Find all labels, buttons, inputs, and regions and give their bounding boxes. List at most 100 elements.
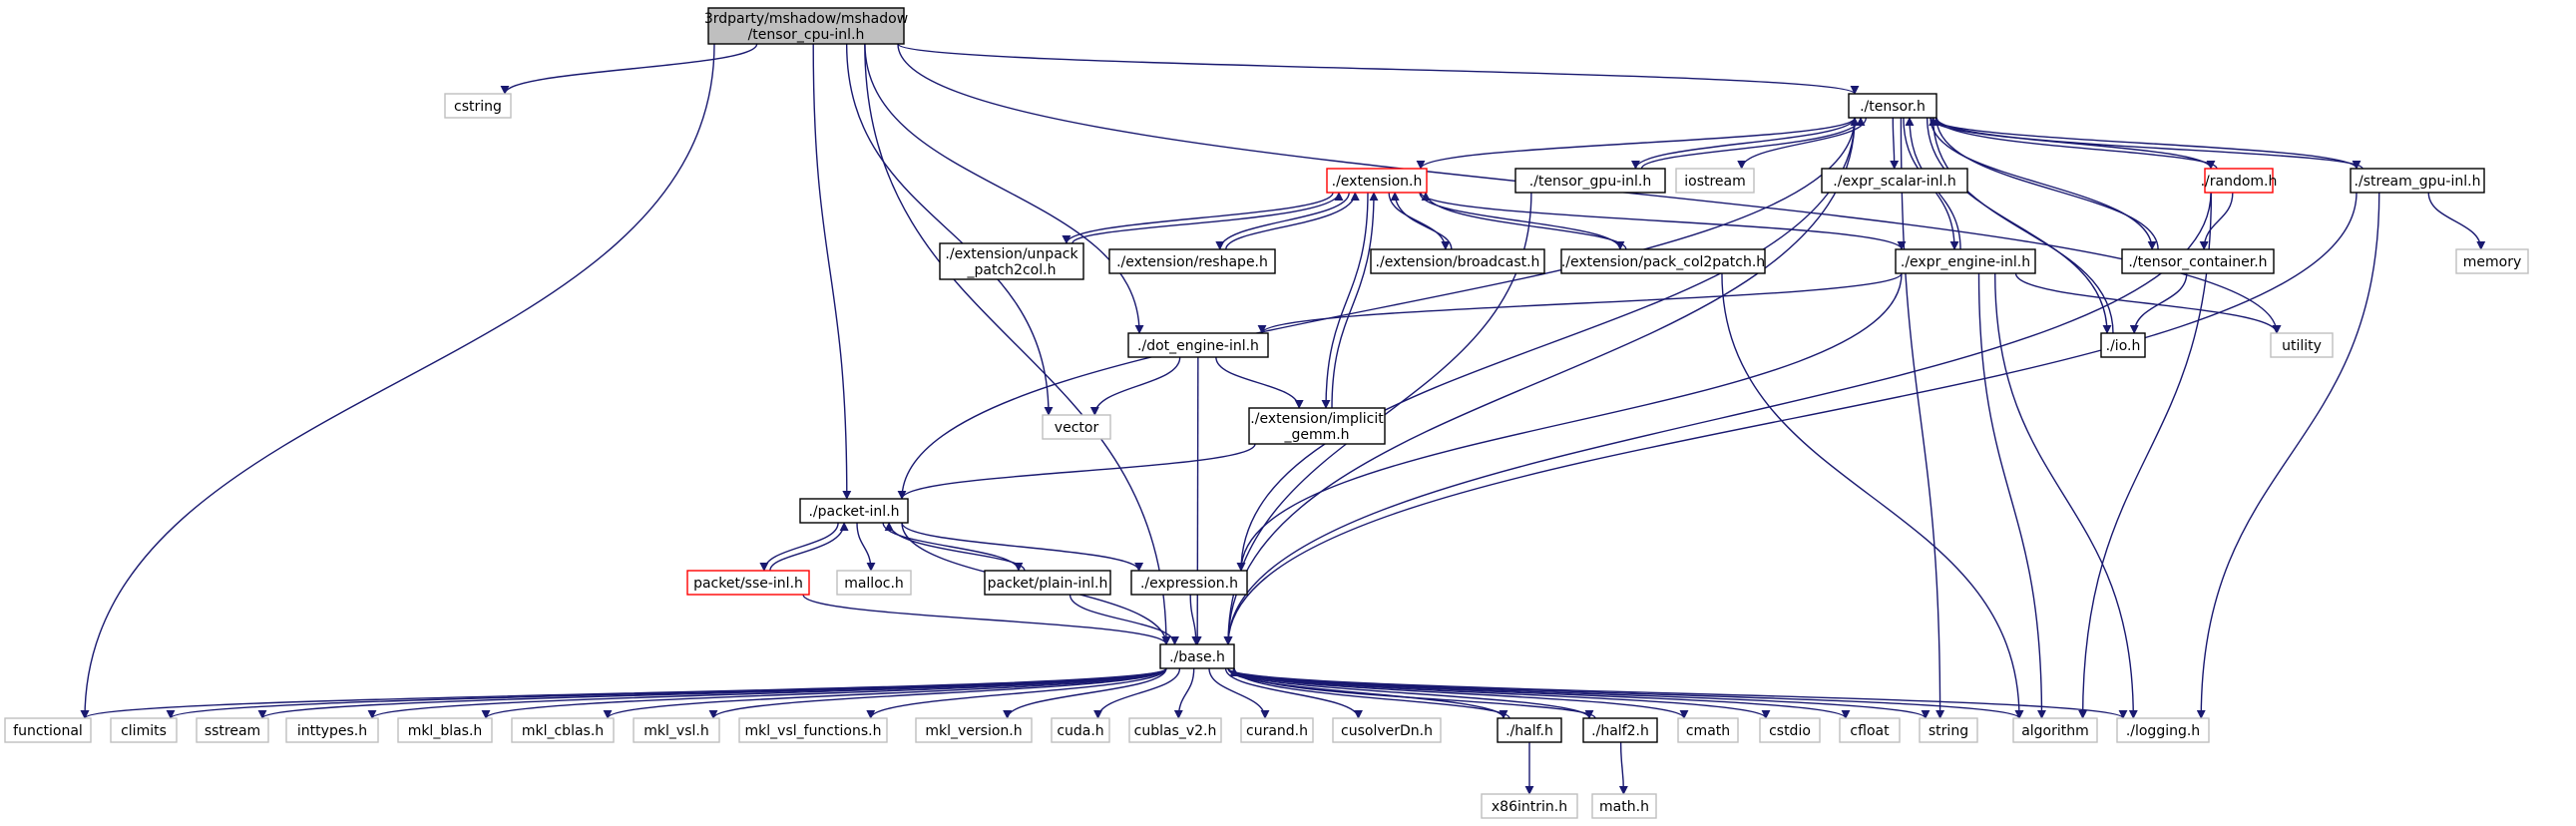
node-packet-plain[interactable]: packet/plain-inl.h	[984, 570, 1111, 596]
node-box	[915, 717, 1033, 743]
node-memory[interactable]: memory	[2455, 248, 2529, 274]
edge-stream-gpu-to-base	[1223, 192, 2358, 645]
node-base[interactable]: ./base.h	[1159, 643, 1235, 669]
node-expr-engine[interactable]: ./expr_engine-inl.h	[1895, 248, 2036, 274]
node-vector[interactable]: vector	[1042, 414, 1111, 440]
node-ext-unpack[interactable]: ./extension/unpack_patch2col.h	[939, 242, 1084, 280]
node-box	[1821, 168, 1968, 194]
node-root[interactable]: 3rdparty/mshadow/mshadow/tensor_cpu-inl.…	[704, 7, 908, 45]
edge-root-to-base	[864, 43, 1171, 645]
node-label: curand.h	[1246, 723, 1308, 739]
node-mkl-blas[interactable]: mkl_blas.h	[397, 717, 493, 743]
node-string[interactable]: string	[1919, 717, 1978, 743]
node-label: ./expr_engine-inl.h	[1901, 254, 2030, 270]
node-label: cfloat	[1850, 723, 1890, 739]
node-random[interactable]: ./random.h	[2201, 168, 2278, 194]
node-ext-broadcast[interactable]: ./extension/broadcast.h	[1370, 248, 1545, 274]
edge-ext-unpack-to-extension	[1072, 192, 1344, 244]
node-logging[interactable]: ./logging.h	[2116, 717, 2210, 743]
edge-tensor-to-expression	[1236, 117, 1856, 572]
node-expression[interactable]: ./expression.h	[1130, 570, 1248, 596]
node-label: mkl_vsl_functions.h	[745, 723, 882, 739]
edge-ext-pack-to-extension	[1421, 192, 1627, 250]
node-box	[2116, 717, 2210, 743]
node-label: ./extension.h	[1332, 174, 1423, 190]
edge-random-to-algorithm	[2078, 192, 2213, 719]
edge-tensor-to-extension	[1416, 117, 1856, 170]
node-box	[1591, 793, 1657, 819]
node-box	[1895, 248, 2036, 274]
node-inttypes[interactable]: inttypes.h	[285, 717, 379, 743]
node-box	[939, 242, 1084, 280]
node-box	[397, 717, 493, 743]
node-cstdio[interactable]: cstdio	[1759, 717, 1821, 743]
node-cusolver[interactable]: cusolverDn.h	[1332, 717, 1442, 743]
node-packet-sse[interactable]: packet/sse-inl.h	[686, 570, 810, 596]
node-x86intrin[interactable]: x86intrin.h	[1481, 793, 1578, 819]
node-label: ./extension/broadcast.h	[1376, 254, 1540, 270]
node-mkl-vsl[interactable]: mkl_vsl.h	[633, 717, 720, 743]
edge-tensor-to-tensor-gpu	[1631, 117, 1856, 170]
edge-expr-engine-to-expression	[1236, 272, 1903, 572]
edge-packet-to-malloc	[856, 522, 876, 572]
edge-tensor-gpu-to-tensor	[1640, 117, 1866, 170]
node-ext-implicit[interactable]: ./extension/implicit_gemm.h	[1248, 407, 1386, 445]
node-label: mkl_vsl.h	[644, 723, 708, 739]
node-box	[1560, 248, 1766, 274]
node-curand[interactable]: curand.h	[1240, 717, 1314, 743]
node-label: cstdio	[1769, 723, 1811, 739]
edge-packet-to-expression	[901, 522, 1144, 572]
node-mkl-version[interactable]: mkl_version.h	[915, 717, 1033, 743]
node-cfloat[interactable]: cfloat	[1839, 717, 1901, 743]
edge-tensor-to-tensor-container	[1930, 117, 2157, 250]
node-half[interactable]: ./half.h	[1497, 717, 1562, 743]
node-label: ./half.h	[1505, 723, 1553, 739]
node-label: ./extension/implicit	[1250, 411, 1384, 427]
edge-base-to-cmath	[1227, 667, 1689, 719]
node-cmath[interactable]: cmath	[1677, 717, 1739, 743]
edge-random-to-base	[1223, 192, 2212, 645]
node-label: climits	[121, 723, 167, 739]
edge-expression-to-base	[1189, 594, 1201, 645]
node-ext-reshape[interactable]: ./extension/reshape.h	[1108, 248, 1276, 274]
node-tensor-container[interactable]: ./tensor_container.h	[2121, 248, 2275, 274]
edge-tensor-to-expr-scalar	[1890, 117, 1900, 170]
node-mkl-vsl-functions[interactable]: mkl_vsl_functions.h	[738, 717, 888, 743]
edge-base-to-mkl-version	[1003, 667, 1167, 719]
node-half2[interactable]: ./half2.h	[1582, 717, 1658, 743]
edges-layer	[80, 43, 2486, 795]
node-label: cmath	[1686, 723, 1730, 739]
node-malloc[interactable]: malloc.h	[836, 570, 912, 596]
node-packet[interactable]: ./packet-inl.h	[799, 498, 909, 524]
node-mkl-cblas[interactable]: mkl_cblas.h	[511, 717, 615, 743]
node-expr-scalar[interactable]: ./expr_scalar-inl.h	[1821, 168, 1968, 194]
node-cublas[interactable]: cublas_v2.h	[1128, 717, 1222, 743]
node-sstream[interactable]: sstream	[196, 717, 269, 743]
node-dot-engine[interactable]: ./dot_engine-inl.h	[1127, 332, 1269, 358]
node-functional[interactable]: functional	[4, 717, 92, 743]
node-box	[1675, 168, 1755, 194]
node-climits[interactable]: climits	[110, 717, 178, 743]
node-stream-gpu[interactable]: ./stream_gpu-inl.h	[2350, 168, 2485, 194]
node-algorithm[interactable]: algorithm	[2012, 717, 2098, 743]
node-math[interactable]: math.h	[1591, 793, 1657, 819]
node-iostream[interactable]: iostream	[1675, 168, 1755, 194]
edge-base-to-logging	[1227, 667, 2128, 719]
edge-ext-implicit-to-extension	[1331, 192, 1379, 409]
edge-ext-reshape-to-extension	[1225, 192, 1360, 250]
node-ext-pack[interactable]: ./extension/pack_col2patch.h	[1560, 248, 1766, 274]
node-tensor-gpu[interactable]: ./tensor_gpu-inl.h	[1514, 168, 1666, 194]
node-label: mkl_version.h	[925, 723, 1022, 739]
node-cuda[interactable]: cuda.h	[1051, 717, 1110, 743]
node-utility[interactable]: utility	[2270, 332, 2334, 358]
node-tensor[interactable]: ./tensor.h	[1848, 93, 1937, 119]
edge-dot-engine-to-ext-implicit	[1215, 356, 1304, 409]
node-label: inttypes.h	[297, 723, 367, 739]
node-io[interactable]: ./io.h	[2100, 332, 2146, 358]
node-extension[interactable]: ./extension.h	[1326, 168, 1428, 194]
edge-root-to-tensor	[897, 43, 1860, 95]
edge-base-to-curand	[1208, 667, 1270, 719]
node-box	[738, 717, 888, 743]
node-label: ./tensor.h	[1860, 99, 1926, 115]
node-cstring[interactable]: cstring	[444, 93, 512, 119]
